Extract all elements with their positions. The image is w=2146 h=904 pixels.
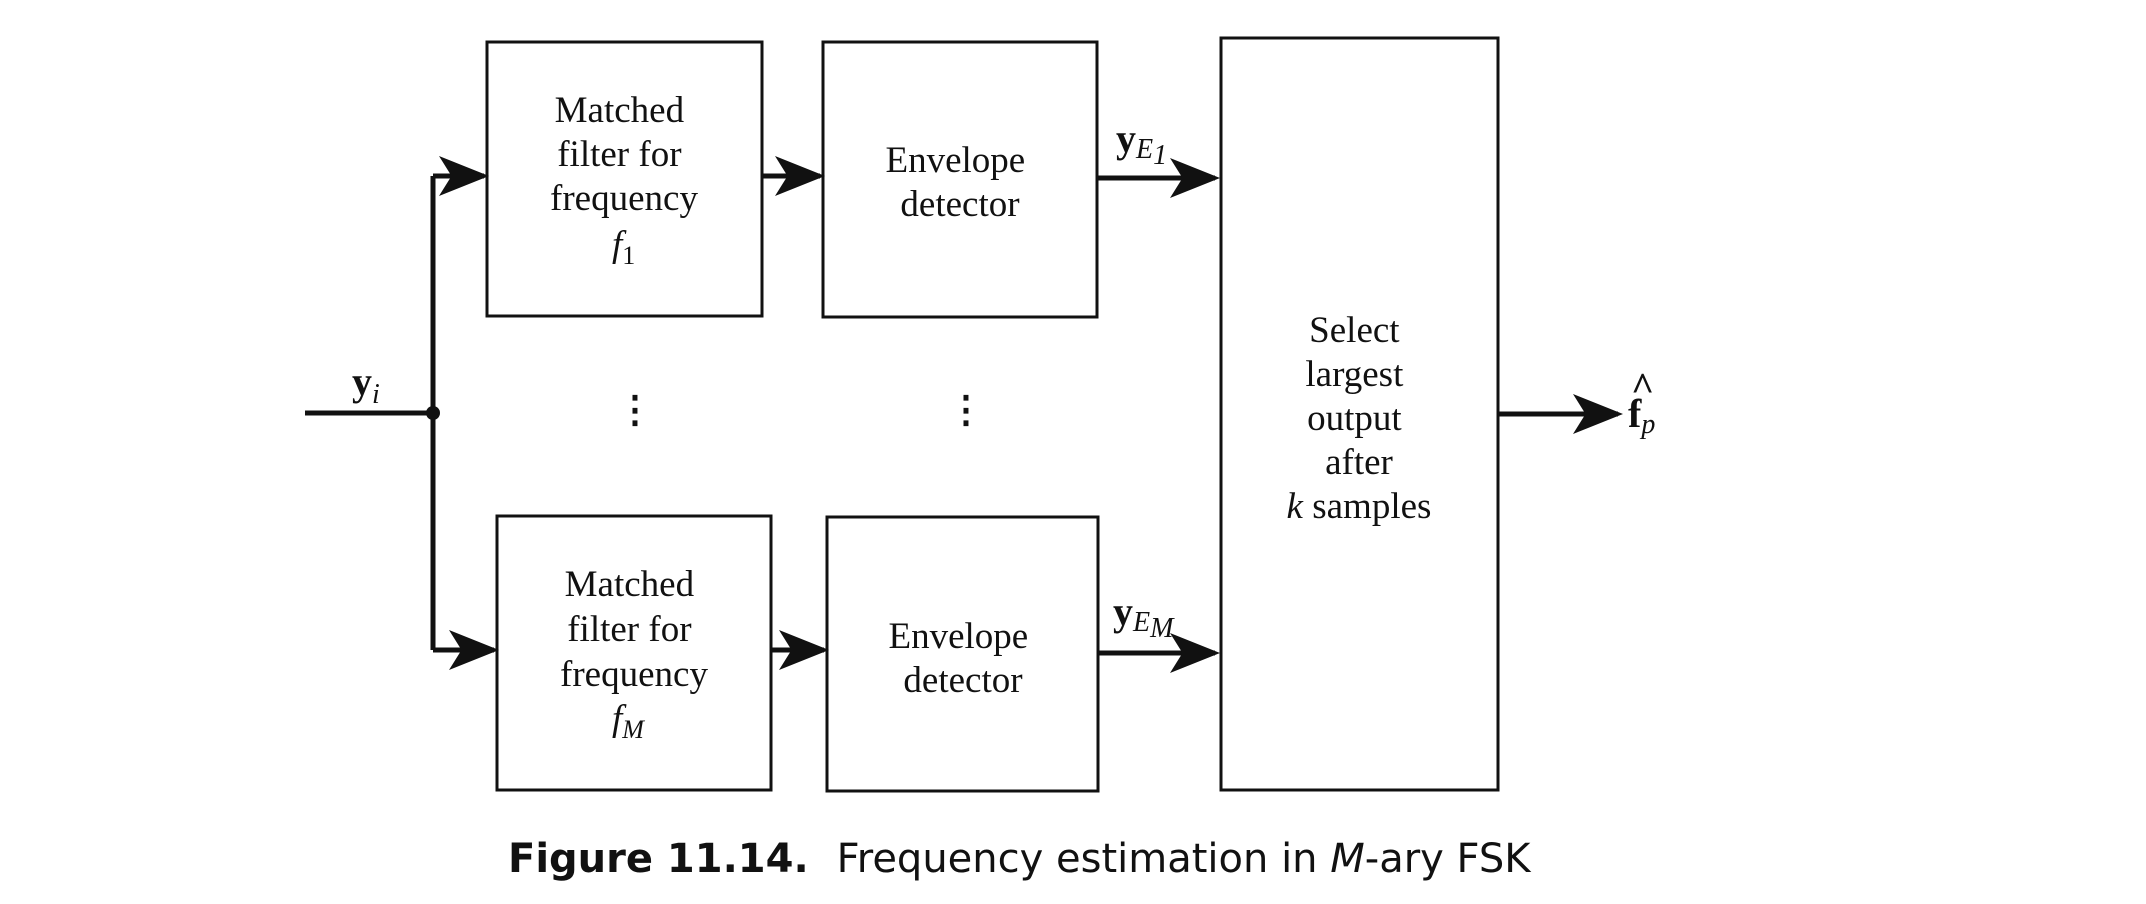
matched-filter-top-label: Matched filter for frequency: [550, 90, 698, 219]
input-signal-label: yi: [352, 359, 380, 410]
vertical-ellipsis-filters: ⋮: [617, 390, 654, 431]
vertical-ellipsis-detectors: ⋮: [948, 390, 985, 431]
figure-caption: Figure 11.14.Frequency estimation in M-a…: [508, 836, 1532, 882]
matched-filter-top-frequency: f1: [612, 224, 635, 270]
matched-filter-bottom-frequency: fM: [612, 698, 645, 744]
junction-dot: [426, 406, 440, 420]
output-signal-label: fp: [1628, 391, 1655, 440]
envelope-detector-bottom-label: Envelope detector: [889, 616, 1038, 701]
matched-filter-bottom-label: Matched filter for frequency: [560, 564, 708, 695]
envelope-detector-top-label: Envelope detector: [886, 140, 1035, 225]
selector-label-last-line: k samples: [1287, 486, 1432, 527]
output-hat: ^: [1631, 364, 1654, 409]
matched-filter-bottom-block: [495, 514, 773, 792]
selector-label: Select largest output after: [1305, 310, 1412, 483]
top-output-signal-label: yE1: [1116, 116, 1167, 171]
input-branch: [305, 156, 499, 670]
matched-filter-top-block: [485, 40, 764, 318]
bottom-output-signal-label: yEM: [1113, 589, 1175, 644]
